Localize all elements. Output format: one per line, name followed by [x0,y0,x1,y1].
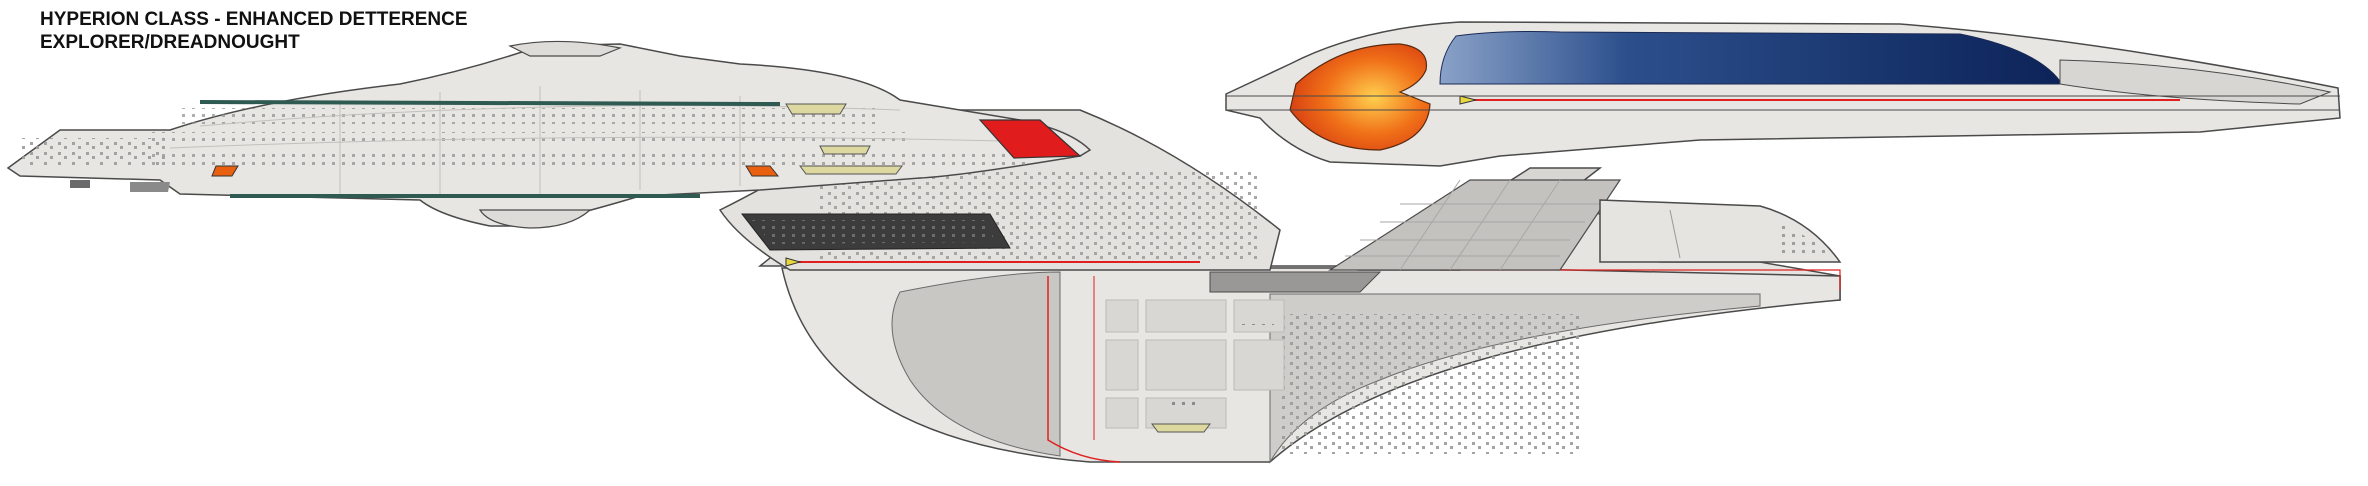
nacelle-pylon [1209,167,1622,293]
title-line-1: HYPERION CLASS - ENHANCED DETTERENCE [40,9,468,30]
title-line-2: EXPLORER/DREADNOUGHT [40,32,300,53]
saucer-section [6,40,1092,229]
engineering-hull [757,199,1841,464]
aft-shuttlebay [1599,199,1842,263]
title-block: HYPERION CLASS - ENHANCED DETTERENCE EXP… [40,8,468,54]
warp-nacelle [1225,21,2341,167]
